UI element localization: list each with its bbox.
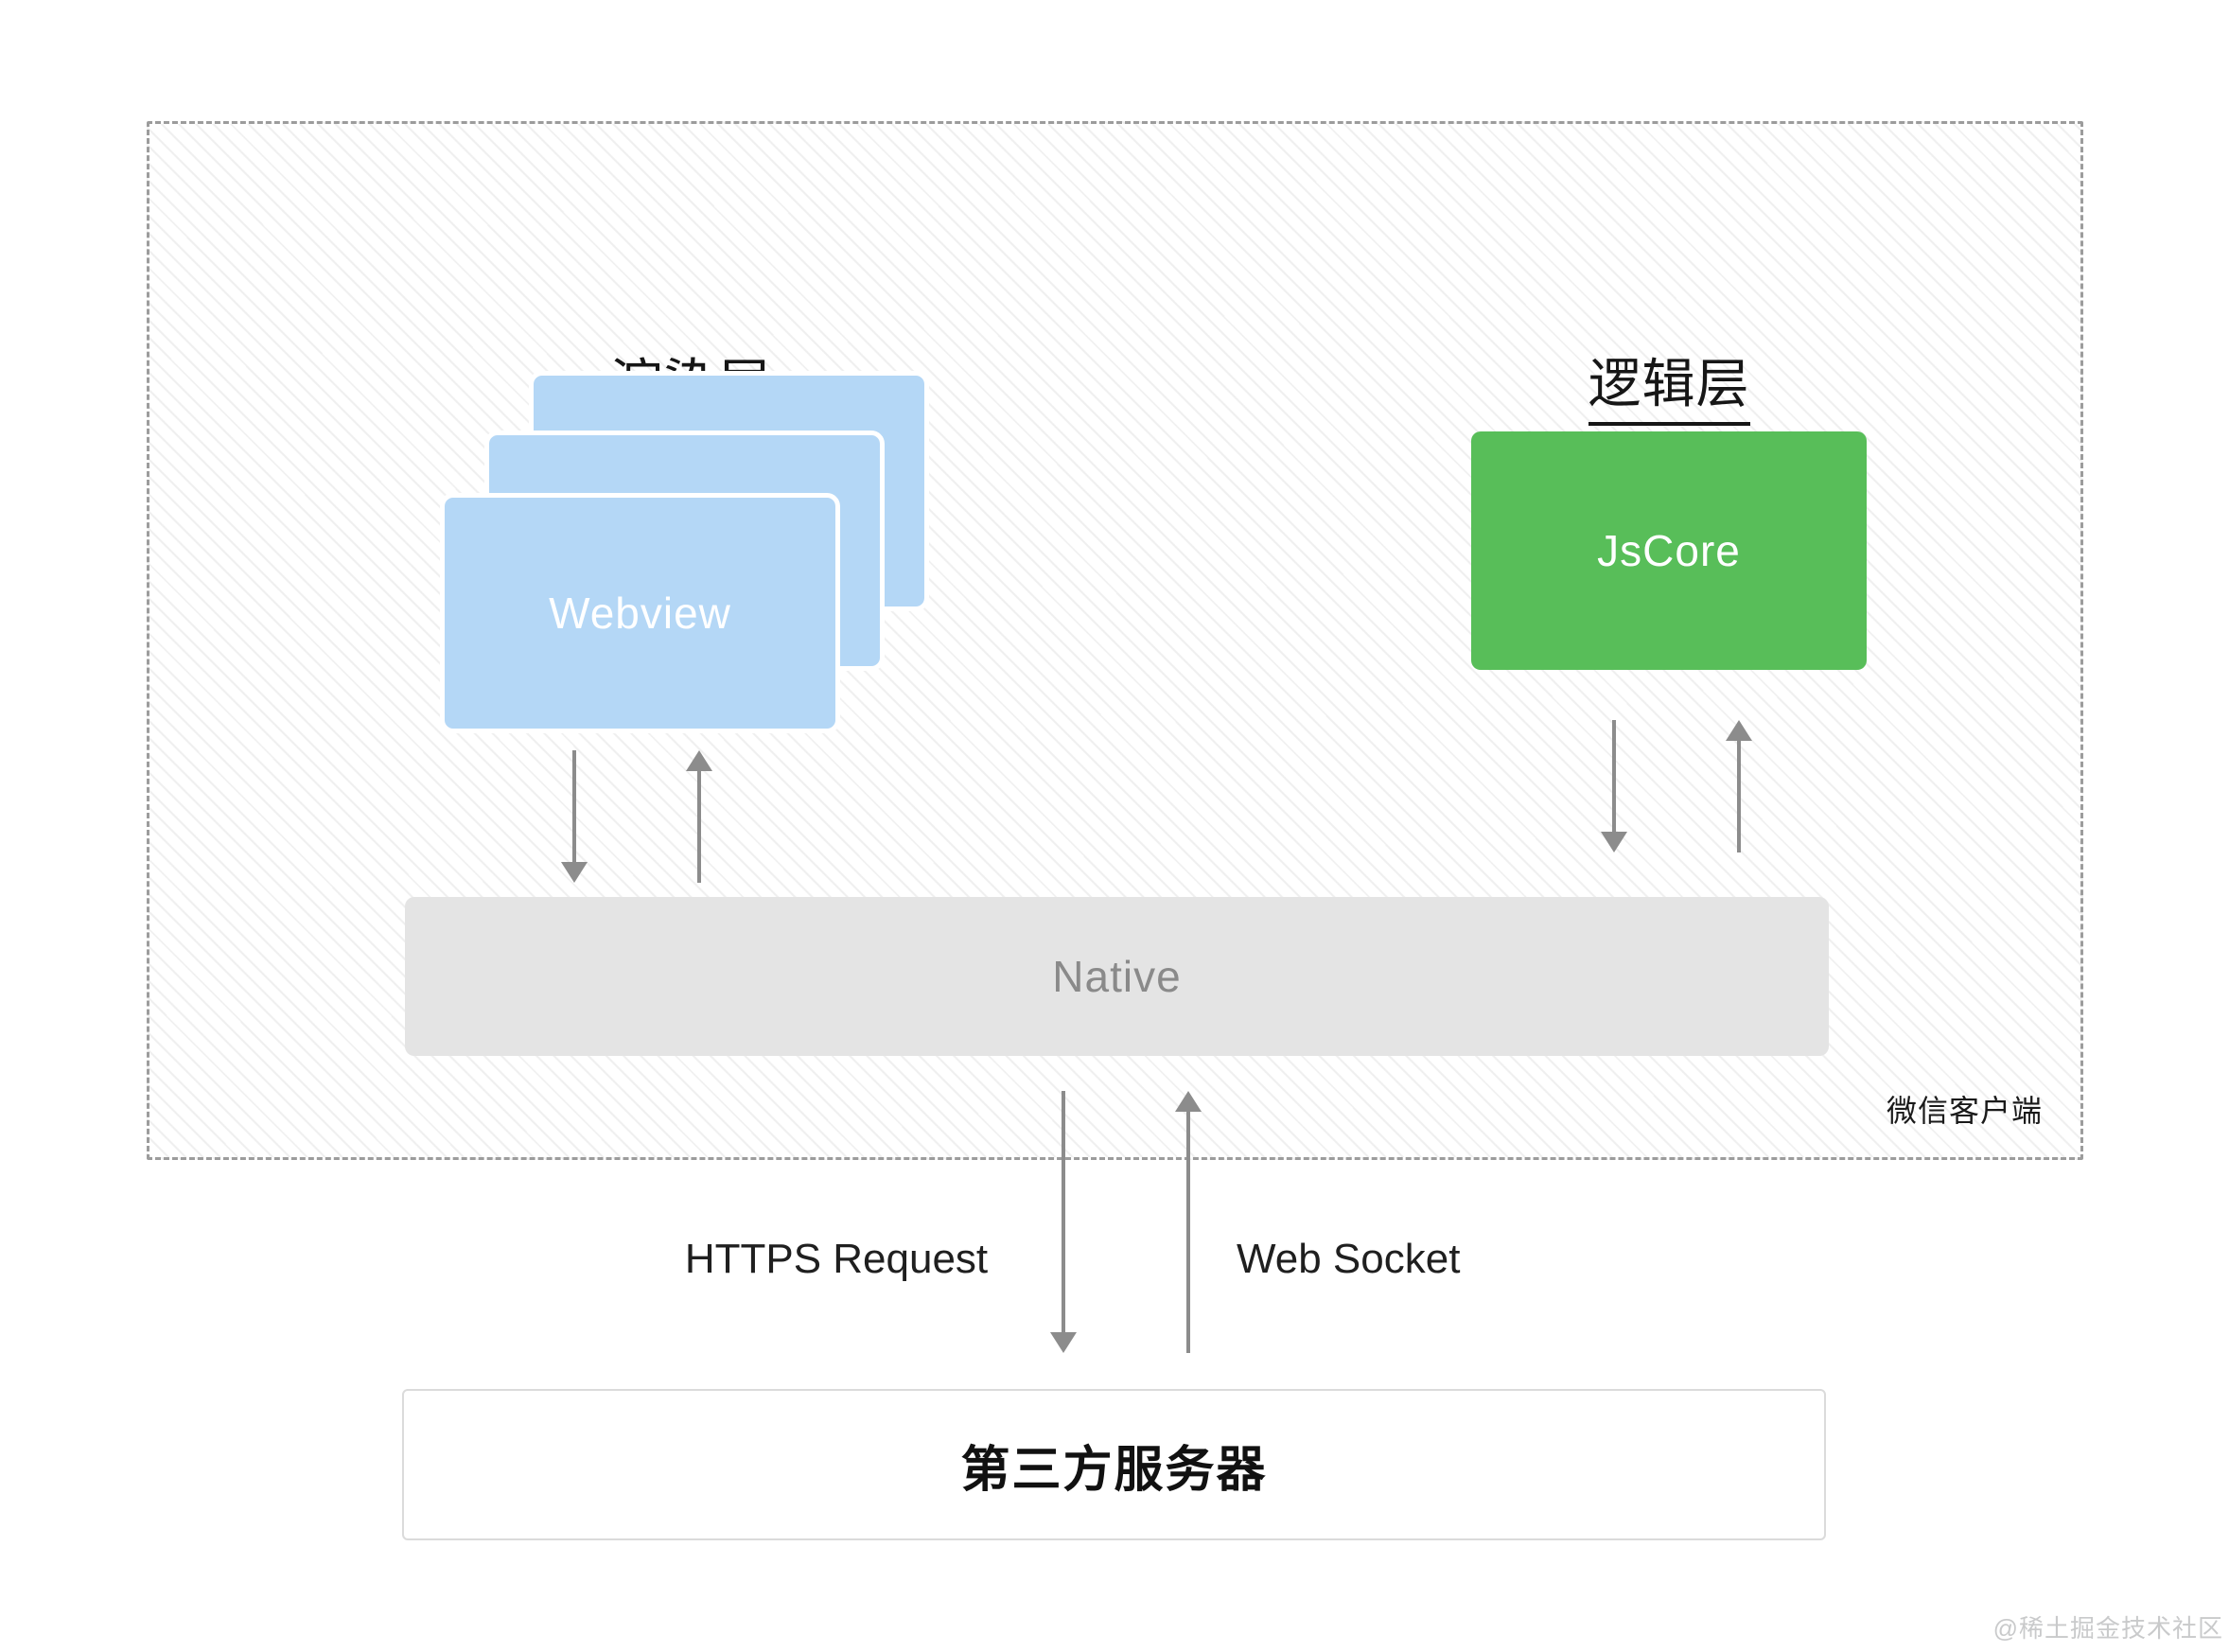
arrow-shaft (697, 767, 701, 883)
jscore-label: JsCore (1597, 526, 1741, 575)
jscore-box: JsCore (1471, 431, 1867, 670)
logic-layer-title: 逻辑层 (1480, 342, 1858, 437)
webview-card-front: Webview (440, 493, 840, 733)
arrow-shaft (1062, 1091, 1065, 1336)
arrow-head (561, 862, 588, 883)
third-party-server-label: 第三方服务器 (960, 1442, 1268, 1498)
arrow-head (686, 750, 712, 771)
native-label: Native (1052, 952, 1182, 1001)
native-bar: Native (405, 897, 1829, 1056)
wechat-client-container: 渲染层 逻辑层 Webview JsCore (147, 121, 2083, 1160)
wechat-client-label: 微信客户端 (1886, 1094, 2043, 1128)
arrow-head (1601, 832, 1627, 852)
arrow-head (1175, 1091, 1202, 1112)
arrow-head (1726, 720, 1752, 741)
jscore-to-native-arrow-down-icon (1601, 720, 1627, 852)
native-to-server-arrow-down-icon (1050, 1091, 1077, 1353)
arrow-head (1050, 1332, 1077, 1353)
webview-to-native-arrow-down-icon (561, 750, 588, 883)
webview-label: Webview (549, 589, 731, 638)
logic-layer-title-underline: 逻辑层 (1588, 342, 1750, 437)
watermark: @稀土掘金技术社区 (1992, 1614, 2223, 1643)
native-to-jscore-arrow-up-icon (1726, 720, 1752, 852)
https-request-label: HTTPS Request (684, 1236, 989, 1282)
arrow-shaft (572, 750, 576, 866)
server-to-native-arrow-up-icon (1175, 1091, 1202, 1353)
third-party-server-box: 第三方服务器 (402, 1389, 1826, 1540)
arrow-shaft (1737, 737, 1741, 852)
arrow-shaft (1612, 720, 1616, 835)
arrow-shaft (1186, 1108, 1190, 1353)
web-socket-label: Web Socket (1237, 1236, 1461, 1282)
native-to-webview-arrow-up-icon (686, 750, 712, 883)
